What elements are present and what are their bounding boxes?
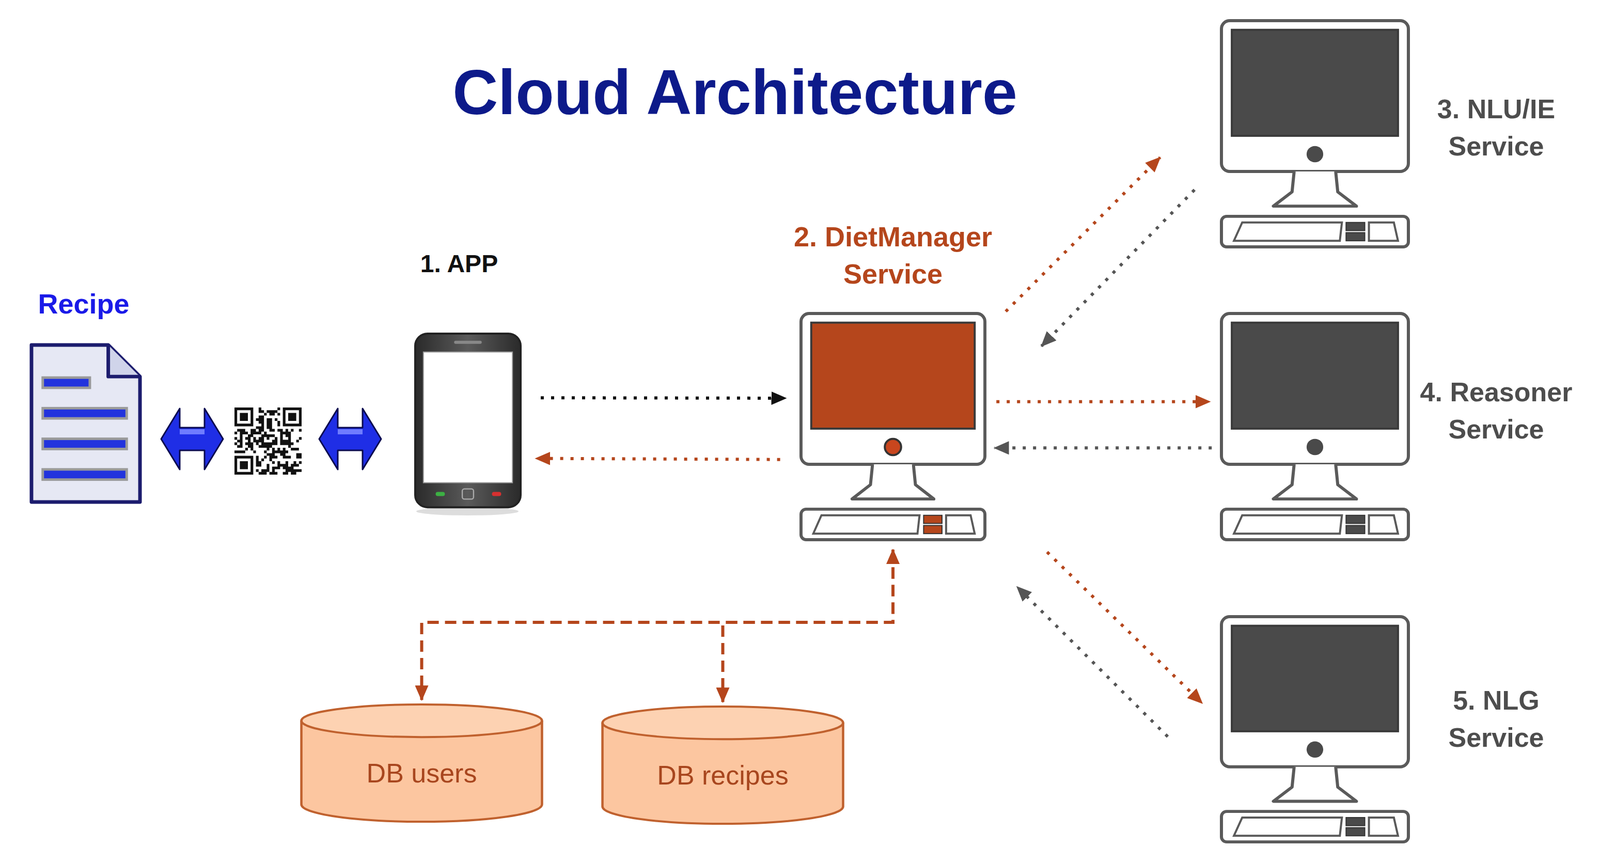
database-label: DB recipes [600, 759, 846, 792]
node-label: 1. APP [381, 248, 537, 279]
dashed-connector [421, 549, 894, 700]
computer-drawing [798, 311, 987, 543]
diagram-title: Cloud Architecture [0, 57, 1470, 128]
service-computer: 5. NLG Service [1219, 614, 1411, 845]
dotted-connector [535, 458, 780, 460]
dashed-connector [723, 549, 894, 702]
arrow-highlight [179, 429, 205, 435]
double-arrow-connector [161, 408, 382, 470]
node-label: 5. NLG Service [1413, 681, 1579, 757]
double-arrow-shape [161, 408, 224, 470]
double-arrow-shape [319, 408, 382, 470]
node-label: 2. DietManager Service [779, 217, 1007, 293]
dotted-connector [1005, 157, 1160, 312]
server-computer: 2. DietManager Service [798, 311, 987, 543]
dotted-connector [994, 446, 1213, 450]
service-computer: 4. Reasoner Service [1219, 311, 1411, 543]
computer-drawing [1219, 614, 1411, 845]
qr-ground [233, 406, 303, 476]
dotted-connector [1016, 586, 1168, 737]
phone-icon: 1. APP [413, 331, 523, 516]
node-label: 3. NLU/IE Service [1413, 90, 1579, 165]
qr-code [233, 406, 303, 476]
dotted-connector [1046, 552, 1202, 704]
computer-drawing [1219, 311, 1411, 543]
node-label: Recipe [6, 287, 162, 321]
dotted-connector [996, 400, 1210, 404]
phone-drawing [413, 331, 523, 516]
qr-modules [234, 407, 302, 475]
database-label: DB users [299, 757, 545, 790]
computer-drawing [1219, 18, 1411, 250]
document-drawing [28, 341, 144, 506]
node-label: 4. Reasoner Service [1413, 373, 1579, 448]
service-computer: 3. NLU/IE Service [1219, 18, 1411, 250]
dotted-connector [1041, 190, 1195, 347]
database-cylinder: DB recipes [600, 704, 846, 827]
database-cylinder: DB users [299, 702, 545, 825]
arrow-highlight [337, 429, 363, 435]
dotted-connector [540, 396, 787, 400]
document-icon: Recipe [28, 341, 144, 506]
